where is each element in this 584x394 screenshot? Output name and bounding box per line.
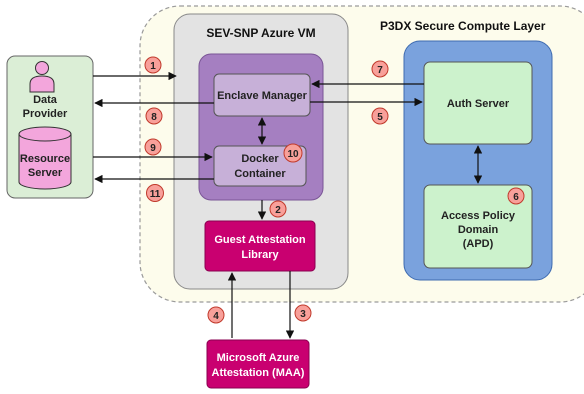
person-icon	[29, 61, 55, 93]
step-badge-10: 10	[283, 143, 303, 163]
docker-container-label-1: Docker	[241, 153, 279, 165]
step-label: 9	[150, 143, 156, 154]
apd-label-1: Access Policy	[441, 210, 516, 222]
guest-attestation-label-2: Library	[241, 249, 279, 261]
resource-server-label-2: Server	[28, 167, 63, 179]
step-label: 2	[275, 205, 281, 216]
docker-container-label-2: Container	[234, 168, 286, 180]
apd-box	[423, 184, 533, 269]
enclave-manager-box	[213, 73, 311, 117]
guest-attestation-label-1: Guest Attestation	[214, 234, 306, 246]
step-badge-9: 9	[144, 138, 162, 156]
auth-server-box	[423, 61, 533, 145]
step-badge-4: 4	[207, 306, 225, 324]
vm-title: SEV-SNP Azure VM	[206, 26, 315, 40]
auth-server-label: Auth Server	[447, 98, 510, 110]
maa-label-1: Microsoft Azure	[217, 352, 300, 364]
apd-label-3: (APD)	[463, 238, 494, 250]
step-label: 10	[287, 149, 299, 160]
step-badge-11: 11	[146, 184, 164, 202]
data-provider-label-1: Data	[33, 94, 58, 106]
step-badge-3: 3	[294, 304, 312, 322]
step-label: 3	[300, 309, 306, 320]
step-badge-7: 7	[371, 60, 389, 78]
maa-label-2: Attestation (MAA)	[212, 367, 305, 379]
apd-label-2: Domain	[458, 224, 499, 236]
step-label: 7	[377, 65, 383, 76]
step-label: 11	[150, 189, 161, 200]
guest-attestation-box	[204, 220, 316, 272]
step-badge-8: 8	[145, 107, 163, 125]
layer-title: P3DX Secure Compute Layer	[380, 19, 546, 33]
step-label: 5	[377, 112, 383, 123]
docker-container-box	[213, 145, 307, 187]
step-badge-5: 5	[371, 107, 389, 125]
step-label: 6	[513, 192, 519, 203]
data-provider-label-2: Provider	[23, 108, 68, 120]
step-label: 1	[150, 61, 156, 72]
database-icon	[18, 126, 72, 190]
enclave-manager-label: Enclave Manager	[217, 90, 308, 102]
resource-server-label-1: Resource	[20, 153, 70, 165]
step-badge-2: 2	[269, 200, 287, 218]
step-badge-6: 6	[507, 187, 525, 205]
step-label: 8	[151, 112, 157, 123]
maa-box	[206, 339, 310, 389]
step-label: 4	[213, 311, 219, 322]
step-badge-1: 1	[144, 56, 162, 74]
